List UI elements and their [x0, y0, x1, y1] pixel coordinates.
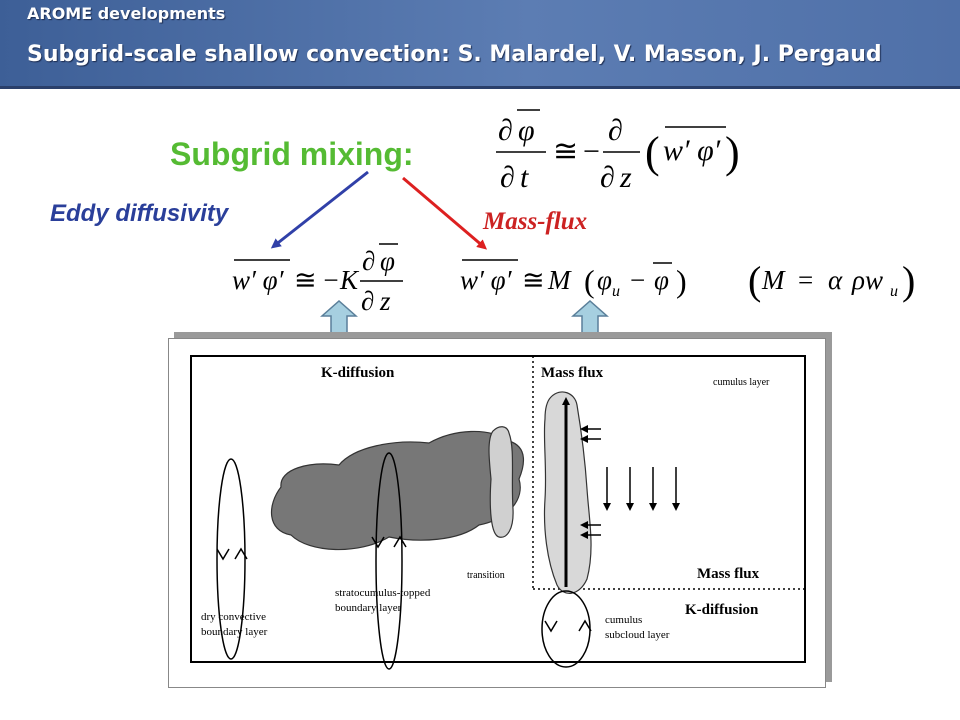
m-definition-equation: ( M = α ρw u )	[748, 258, 915, 303]
svg-text:z: z	[379, 286, 391, 316]
svg-text:∂: ∂	[500, 161, 515, 194]
up-arrow-right	[571, 299, 609, 341]
svg-text:u: u	[612, 283, 620, 300]
svg-text:∂: ∂	[608, 114, 623, 147]
dry-convective-label-line1: dry convective	[201, 611, 266, 623]
svg-text:w′ φ′: w′ φ′	[663, 134, 721, 167]
up-arrow-left	[320, 299, 358, 341]
svg-text:∂: ∂	[498, 114, 513, 147]
convection-diagram: K-diffusion Mass flux cumulus layer tran…	[190, 355, 806, 670]
svg-text:≅ −: ≅ −	[294, 265, 339, 295]
header-divider	[0, 86, 960, 89]
stratocumulus-label-line1: stratocumulus-topped	[335, 587, 431, 599]
k-diffusion-bottom-label: K-diffusion	[685, 602, 759, 618]
stratocumulus-cloud	[270, 430, 524, 551]
svg-text:−: −	[630, 265, 645, 295]
svg-text:=: =	[798, 265, 813, 295]
svg-text:K: K	[339, 265, 360, 295]
svg-text:−: −	[583, 135, 600, 168]
cumulus-subcloud-label-line2: subcloud layer	[605, 629, 670, 641]
svg-text:∂: ∂	[362, 246, 375, 276]
main-equation: ∂ φ ∂ t ≅ − ∂ ∂ z ( w′ φ′ )	[496, 109, 740, 194]
svg-text:t: t	[520, 161, 529, 194]
cumulus-layer-label: cumulus layer	[713, 377, 770, 388]
svg-text:φ: φ	[518, 114, 535, 147]
transition-cloud	[488, 426, 514, 538]
svg-text:(: (	[748, 258, 761, 303]
svg-text:≅: ≅	[553, 135, 578, 168]
mass-flux-mid-label: Mass flux	[697, 566, 760, 582]
svg-text:∂: ∂	[361, 286, 374, 316]
stratocumulus-label-line2: boundary layer	[335, 602, 402, 614]
svg-text:φ: φ	[597, 265, 612, 295]
eddy-equation: w′ φ′ ≅ − K ∂ φ ∂ z	[232, 243, 403, 316]
svg-text:): )	[676, 263, 687, 299]
subgrid-mixing-label: Subgrid mixing:	[170, 136, 414, 172]
red-arrow	[402, 176, 488, 250]
svg-text:(: (	[645, 128, 660, 177]
slide-title: Subgrid-scale shallow convection: S. Mal…	[27, 42, 882, 67]
svg-text:): )	[902, 258, 915, 303]
svg-text:): )	[725, 128, 740, 177]
slide-header	[0, 0, 960, 88]
svg-text:z: z	[619, 161, 632, 194]
mass-flux-label: Mass-flux	[483, 208, 588, 235]
mass-flux-top-label: Mass flux	[541, 365, 604, 381]
transition-label: transition	[467, 570, 505, 581]
svg-text:M: M	[761, 265, 786, 295]
breadcrumb: AROME developments	[27, 4, 226, 23]
svg-text:≅: ≅	[522, 265, 545, 295]
dry-convective-label-line2: boundary layer	[201, 626, 268, 638]
svg-text:u: u	[890, 283, 898, 300]
svg-text:φ: φ	[380, 246, 395, 276]
k-diffusion-top-label: K-diffusion	[321, 365, 395, 381]
eddy-diffusivity-label: Eddy diffusivity	[50, 200, 229, 227]
svg-text:M: M	[547, 265, 572, 295]
convection-figure: K-diffusion Mass flux cumulus layer tran…	[168, 338, 826, 688]
cumulus-subcloud-label-line1: cumulus	[605, 614, 642, 626]
svg-text:w′ φ′: w′ φ′	[460, 265, 513, 295]
mass-flux-equation: w′ φ′ ≅ M ( φ u − φ )	[460, 259, 687, 300]
svg-text:α: α	[828, 265, 843, 295]
svg-text:(: (	[584, 263, 595, 299]
svg-text:w′ φ′: w′ φ′	[232, 265, 285, 295]
blue-arrow	[270, 170, 369, 249]
svg-text:φ: φ	[654, 265, 669, 295]
svg-text:∂: ∂	[600, 161, 615, 194]
svg-text:ρw: ρw	[851, 265, 883, 295]
